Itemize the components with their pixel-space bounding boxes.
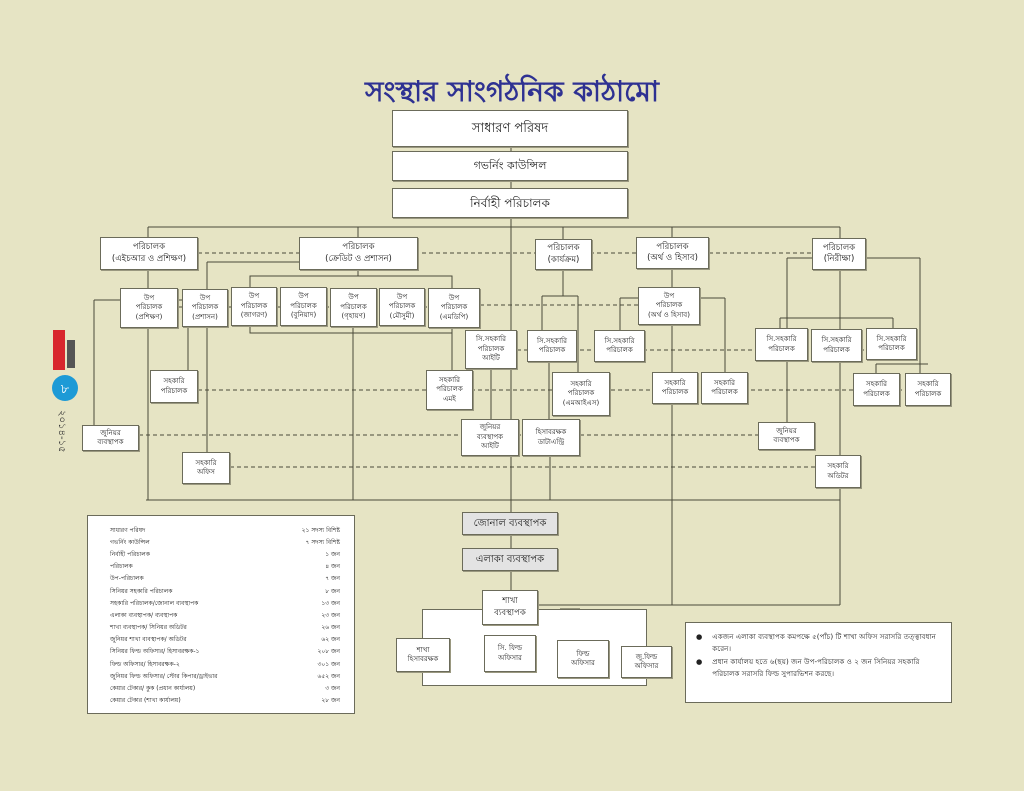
- legend-label: জুনিয়র শাখা ব্যবস্থাপক/ অডিটর: [110, 636, 187, 644]
- legend-label: শাখা ব্যবস্থাপক/ সিনিয়র অডিটর: [110, 624, 187, 632]
- node-ad-audit-2: সহকারি পরিচালক: [905, 373, 951, 406]
- legend-value: ৬২ জন: [321, 636, 340, 644]
- page-title: সংস্থার সাংগঠনিক কাঠামো: [364, 75, 660, 108]
- legend-label: সাধারণ পরিষদ: [110, 526, 146, 534]
- legend-row: গভর্নিং কাউন্সিল ৭ সদস্য বিশিষ্ট: [110, 536, 340, 548]
- legend-label: কেয়ার টেকার (শাখা কার্যালয়): [110, 697, 181, 705]
- legend-value: ৩০১ জন: [317, 660, 340, 668]
- note-item: ●প্রধান কার্যালয় হতে ৬(ছয়) জন উপ-পরিচা…: [696, 657, 920, 678]
- legend-value: ৩ জন: [325, 685, 340, 693]
- legend-row: সহকারি পরিচালক/জোনাল ব্যবস্থাপক ১৩ জন: [110, 597, 340, 609]
- node-ad-finance-2: সহকারি পরিচালক: [701, 372, 748, 404]
- node-branch-accountant: শাখা হিসাবরক্ষক: [396, 638, 450, 672]
- node-jm-audit: জুনিয়র ব্যবস্থাপক: [758, 422, 815, 450]
- legend-value: ৭ জন: [325, 575, 340, 583]
- legend-value: ৮ জন: [325, 587, 340, 595]
- node-governing-council: গভর্নিং কাউন্সিল: [392, 151, 628, 181]
- legend-value: ৬৫২ জন: [317, 672, 340, 680]
- node-dd-training: উপ পরিচালক (প্রশিক্ষণ): [120, 288, 178, 328]
- node-ad-training: সহকারি পরিচালক: [150, 370, 198, 403]
- legend-label: সিনিয়র ফিল্ড অফিসার/ হিসাবরক্ষক-১: [110, 648, 200, 656]
- node-ad-me: সহকারি পরিচালক এমই: [426, 370, 473, 410]
- legend-label: সহকারি পরিচালক/জোনাল ব্যবস্থাপক: [110, 599, 199, 607]
- legend-label: ফিল্ড অফিসার/ হিসাবরক্ষক-২: [110, 660, 180, 668]
- bullet-icon: ●: [696, 657, 703, 667]
- legend-value: ২১ সদস্য বিশিষ্ট: [301, 526, 340, 534]
- note-item: ●একজন এলাকা ব্যবস্থাপক কমপক্ষে ৫(পাঁচ) ট…: [696, 632, 936, 653]
- bullet-icon: ●: [696, 632, 703, 641]
- legend-value: ২৬ জন: [321, 624, 340, 632]
- legend-value: ১৩ জন: [321, 599, 340, 607]
- node-area-manager: এলাকা ব্যবস্থাপক: [462, 548, 558, 571]
- legend-label: জুনিয়র ফিল্ড অফিসার/ স্টোর কিপার/ড্রাইভ…: [110, 672, 218, 680]
- legend-value: ২৮ জন: [321, 697, 340, 705]
- node-assistant-office: সহকারি অফিস: [182, 452, 230, 484]
- node-general-council: সাধারণ পরিষদ: [392, 110, 628, 147]
- node-jr-field-officer: জু.ফিল্ড অফিসার: [621, 646, 672, 678]
- node-dd-buniyad: উপ পরিচালক (বুনিয়াদ): [280, 287, 327, 326]
- node-director-audit: পরিচালক (নিরীক্ষা): [812, 238, 866, 270]
- legend-label: সিনিয়র সহকারি পরিচালক: [110, 587, 173, 595]
- node-jm-it: জুনিয়র ব্যবস্থাপক আইটি: [461, 419, 519, 456]
- node-director-hr: পরিচালক (এইচআর ও প্রশিক্ষণ): [100, 237, 198, 270]
- node-dd-mousumi: উপ পরিচালক (মৌসুমী): [379, 288, 425, 326]
- legend-row: শাখা ব্যবস্থাপক/ সিনিয়র অডিটর ২৬ জন: [110, 622, 340, 634]
- legend-row: কেয়ার টেকার (শাখা কার্যালয়) ২৮ জন: [110, 695, 340, 707]
- logo-year: ২০১৪-১৫: [56, 410, 67, 453]
- legend-label: কেয়ার টেকার/ কুক (প্রধান কার্যালয়): [110, 685, 196, 693]
- node-assistant-auditor: সহকারি অডিটর: [815, 455, 861, 488]
- node-sad-it: সি.সহকারি পরিচালক আইটি: [465, 330, 517, 369]
- legend-row: উপ-পরিচালক ৭ জন: [110, 573, 340, 585]
- legend-value: ৭ সদস্য বিশিষ্ট: [305, 538, 340, 546]
- node-ad-finance-1: সহকারি পরিচালক: [652, 372, 698, 404]
- legend-label: উপ-পরিচালক: [110, 575, 144, 583]
- node-dd-admin: উপ পরিচালক (প্রশাসন): [182, 289, 228, 327]
- legend-row: এলাকা ব্যবস্থাপক/ ব্যবস্থাপক ২৩ জন: [110, 609, 340, 621]
- node-sad-finance: সি.সহকারি পরিচালক: [594, 330, 645, 362]
- legend-row: পরিচালক ৪ জন: [110, 561, 340, 573]
- node-sr-field-officer: সি. ফিল্ড অফিসার: [484, 635, 536, 672]
- legend-value: ১ জন: [325, 550, 340, 558]
- legend-row: জুনিয়র ফিল্ড অফিসার/ স্টোর কিপার/ড্রাইভ…: [110, 670, 340, 682]
- node-sad-audit-2: সি.সহকারি পরিচালক: [811, 329, 862, 362]
- node-dd-grihayon: উপ পরিচালক (গৃহায়ণ): [330, 288, 377, 327]
- node-director-finance: পরিচালক (অর্থ ও হিসাব): [636, 237, 709, 269]
- legend-row: সিনিয়র সহকারি পরিচালক ৮ জন: [110, 585, 340, 597]
- node-sad-program: সি.সহকারি পরিচালক: [527, 330, 577, 362]
- node-accountant-data-entry: হিসাবরক্ষক ডাটাএন্ট্রি: [522, 419, 580, 456]
- legend-label: গভর্নিং কাউন্সিল: [110, 538, 150, 546]
- node-jm-training: জুনিয়র ব্যবস্থাপক: [82, 425, 139, 451]
- legend-row: কেয়ার টেকার/ কুক (প্রধান কার্যালয়) ৩ জন: [110, 682, 340, 694]
- legend-row: ফিল্ড অফিসার/ হিসাবরক্ষক-২ ৩০১ জন: [110, 658, 340, 670]
- node-director-program: পরিচালক (কার্যক্রম): [535, 239, 592, 270]
- staff-count-legend: সাধারণ পরিষদ ২১ সদস্য বিশিষ্ট গভর্নিং কাউন…: [87, 515, 355, 714]
- legend-value: ৪ জন: [325, 563, 340, 571]
- node-ad-audit-1: সহকারি পরিচালক: [853, 373, 900, 406]
- legend-row: সিনিয়র ফিল্ড অফিসার/ হিসাবরক্ষক-১ ২০৮ জন: [110, 646, 340, 658]
- node-sad-audit-1: সি.সহকারি পরিচালক: [755, 328, 808, 361]
- legend-value: ২৩ জন: [321, 611, 340, 619]
- node-zonal-manager: জোনাল ব্যবস্থাপক: [462, 512, 558, 535]
- notes-box: ●একজন এলাকা ব্যবস্থাপক কমপক্ষে ৫(পাঁচ) ট…: [685, 622, 952, 703]
- legend-row: সাধারণ পরিষদ ২১ সদস্য বিশিষ্ট: [110, 524, 340, 536]
- legend-row: জুনিয়র শাখা ব্যবস্থাপক/ অডিটর ৬২ জন: [110, 634, 340, 646]
- node-dd-finance: উপ পরিচালক (অর্থ ও হিসাব): [638, 287, 700, 325]
- node-branch-manager: শাখা ব্যবস্থাপক: [482, 590, 538, 625]
- node-executive-director: নির্বাহী পরিচালক: [392, 188, 628, 218]
- node-field-officer: ফিল্ড অফিসার: [557, 640, 609, 678]
- logo-number: ৮: [61, 382, 70, 397]
- node-sad-audit-3: সি.সহকারি পরিচালক: [866, 328, 917, 360]
- node-director-credit: পরিচালক (ক্রেডিট ও প্রশাসন): [299, 237, 418, 270]
- legend-label: এলাকা ব্যবস্থাপক/ ব্যবস্থাপক: [110, 611, 178, 619]
- node-dd-jagoron: উপ পরিচালক (জাগরণ): [231, 287, 277, 326]
- legend-row: নির্বাহী পরিচালক ১ জন: [110, 548, 340, 560]
- annual-report-logo: ৮ ২০১৪-১৫: [45, 330, 85, 500]
- node-dd-mdp: উপ পরিচালক (এমডিপি): [428, 288, 480, 328]
- legend-value: ২০৮ জন: [317, 648, 340, 656]
- node-ad-mis: সহকারি পরিচালক (এমআইএস): [552, 372, 610, 416]
- legend-label: পরিচালক: [110, 563, 133, 571]
- legend-label: নির্বাহী পরিচালক: [110, 550, 150, 558]
